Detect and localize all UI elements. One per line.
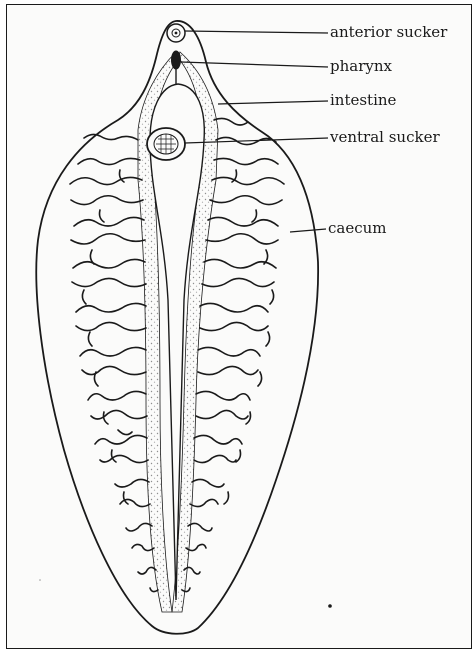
leader-caecum [290,229,326,232]
label-intestine: intestine [330,91,397,109]
leader-intestine [218,101,328,104]
ventral-sucker [147,128,185,160]
label-caecum: caecum [328,219,387,237]
label-anterior-sucker: anterior sucker [330,23,448,41]
leader-anterior-sucker [185,31,328,33]
label-pharynx: pharynx [330,57,393,75]
label-ventral-sucker: ventral sucker [329,128,440,146]
speck [328,604,332,608]
anterior-sucker [167,24,185,42]
leader-pharynx [181,62,328,67]
speck [39,579,41,581]
pharynx [172,51,181,69]
